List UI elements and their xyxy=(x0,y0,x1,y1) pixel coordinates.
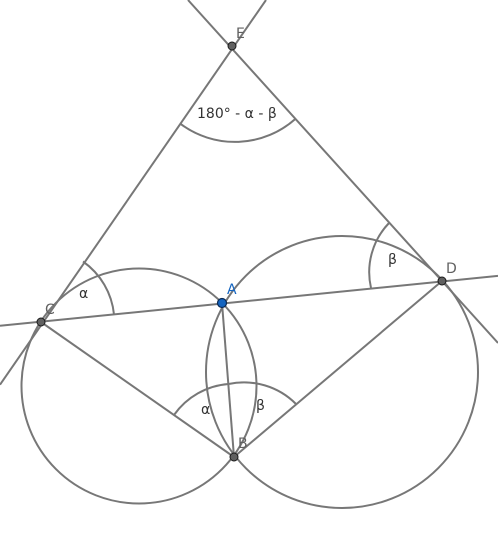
point-label-d: D xyxy=(446,261,457,277)
angle-label-alpha-c: α xyxy=(79,286,88,302)
angle-arc-b-alpha xyxy=(173,383,229,416)
angle-label-apex: 180° - α - β xyxy=(197,106,277,122)
angle-label-beta-b: β xyxy=(256,398,265,414)
point-b[interactable] xyxy=(229,452,239,462)
point-label-a: A xyxy=(227,282,237,298)
point-label-e: E xyxy=(236,26,245,42)
angle-arc-e xyxy=(179,118,296,143)
segment-cb xyxy=(40,321,235,458)
angle-label-alpha-b: α xyxy=(201,402,210,418)
angle-arc-b-beta xyxy=(228,381,297,405)
circle-adb xyxy=(205,235,479,509)
line-cad xyxy=(0,274,498,327)
point-label-b: B xyxy=(238,436,248,452)
point-c[interactable] xyxy=(36,317,46,327)
point-a[interactable] xyxy=(216,297,228,309)
point-e[interactable] xyxy=(227,41,237,51)
circle-cab xyxy=(20,267,258,505)
line-ce xyxy=(0,0,267,386)
angle-label-beta-d: β xyxy=(388,252,397,268)
angle-arc-d xyxy=(368,222,390,289)
point-d[interactable] xyxy=(437,276,447,286)
segment-ab xyxy=(221,302,235,458)
segment-bd xyxy=(233,280,443,458)
point-label-c: C xyxy=(45,302,55,318)
angle-arc-c xyxy=(82,260,115,315)
